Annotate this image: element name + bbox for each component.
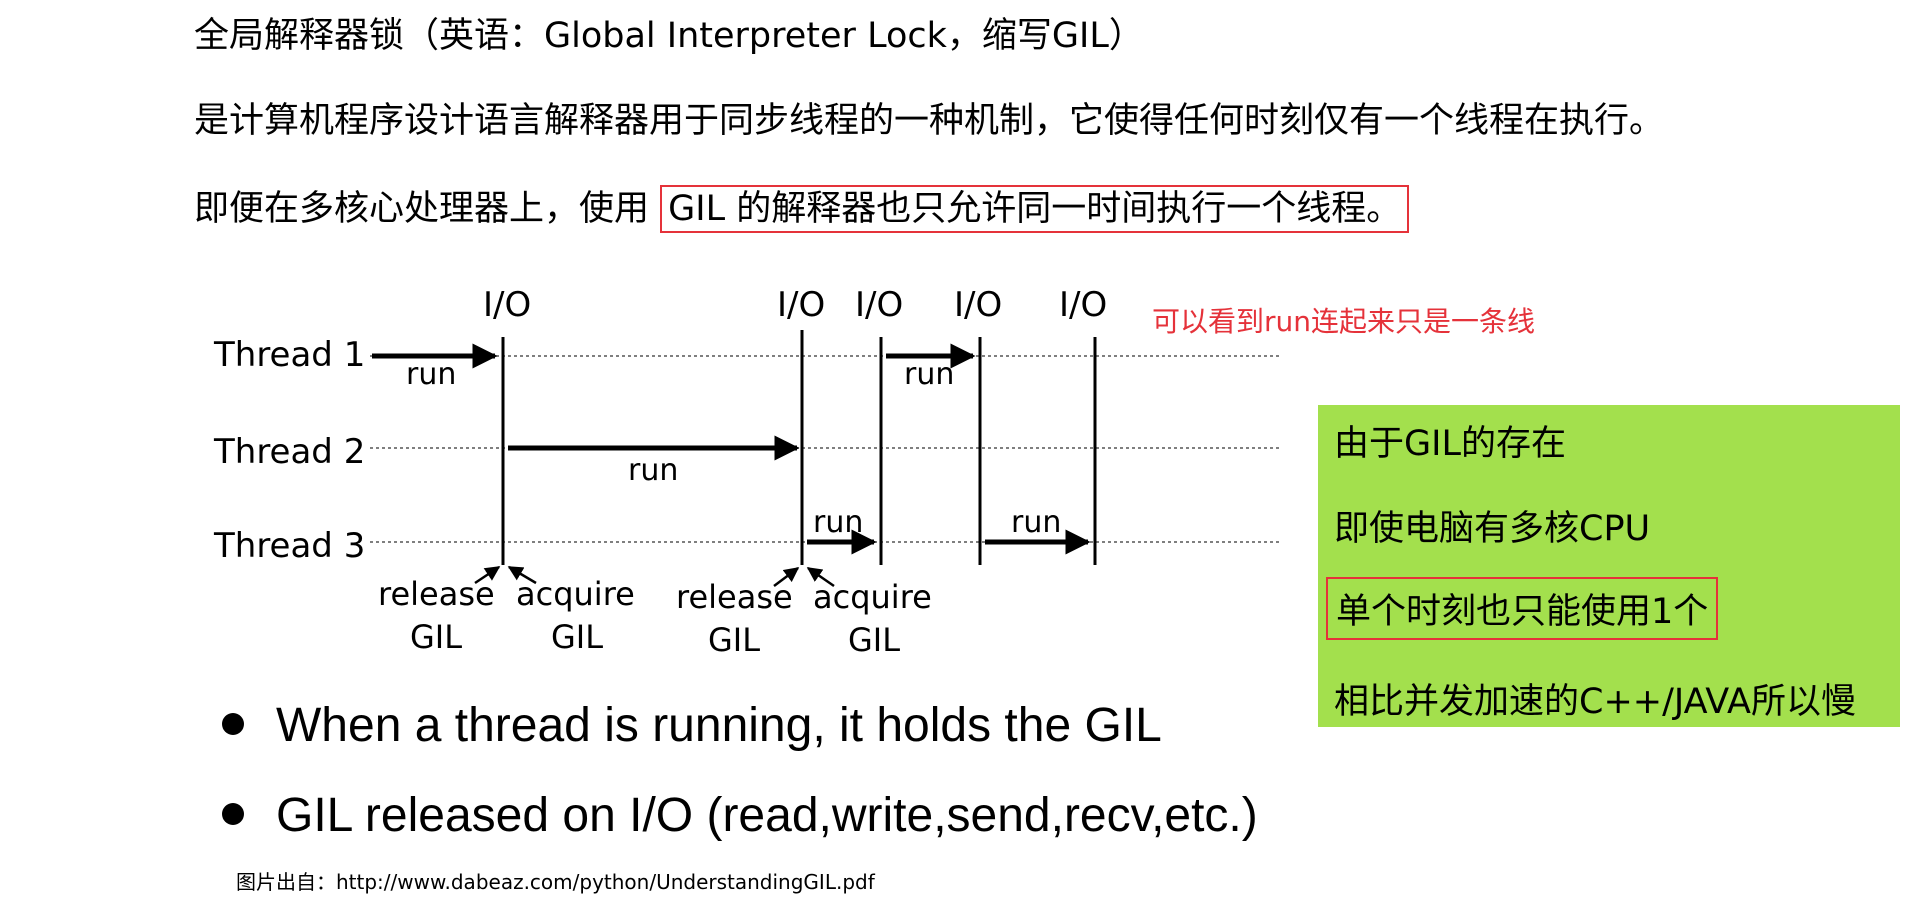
thread-2-label: Thread 2	[213, 432, 365, 472]
image-source-caption: 图片出自：http://www.dabeaz.com/python/Unders…	[236, 870, 875, 894]
summary-line-2: 即使电脑有多核CPU	[1334, 509, 1651, 549]
bullet-text: GIL released on I/O (read,write,send,rec…	[276, 789, 1258, 842]
acquire-pointer-1	[507, 565, 537, 585]
event-label-2-bottom: GIL	[551, 618, 603, 656]
bullet-item: GIL released on I/O (read,write,send,rec…	[222, 788, 1258, 843]
bullet-dot-icon	[222, 803, 244, 826]
event-label-4-top: acquire	[813, 578, 932, 616]
event-label-1-bottom: GIL	[410, 618, 462, 656]
bullet-item: When a thread is running, it holds the G…	[222, 698, 1162, 753]
run-label-thread1-a: run	[406, 357, 456, 392]
release-pointer-1	[474, 565, 501, 585]
run-label-thread2: run	[628, 453, 678, 488]
run-label-thread1-b: run	[904, 357, 954, 392]
event-label-3-top: release	[676, 578, 793, 616]
release-pointer-2	[773, 567, 800, 587]
event-label-1-top: release	[378, 575, 495, 613]
event-label-4-bottom: GIL	[848, 621, 900, 659]
io-label-3: I/O	[855, 285, 903, 325]
io-label-2: I/O	[777, 285, 825, 325]
intro-line-3-prefix: 即便在多核心处理器上，使用	[194, 189, 661, 229]
gil-summary-box: 由于GIL的存在 即使电脑有多核CPU 单个时刻也只能使用1个 相比并发加速的C…	[1318, 405, 1900, 727]
run-line-annotation: 可以看到run连起来只是一条线	[1152, 305, 1536, 338]
event-label-3-bottom: GIL	[708, 621, 760, 659]
intro-line-1: 全局解释器锁（英语：Global Interpreter Lock，缩写GIL）	[194, 16, 1144, 56]
thread-3-label: Thread 3	[213, 526, 365, 566]
io-label-1: I/O	[483, 285, 531, 325]
summary-line-3-highlighted: 单个时刻也只能使用1个	[1326, 577, 1719, 640]
run-label-thread3-a: run	[813, 505, 863, 540]
io-label-5: I/O	[1059, 285, 1107, 325]
acquire-pointer-2	[806, 566, 835, 588]
gil-thread-diagram: Thread 1 Thread 2 Thread 3 I/O I/O I/O I…	[213, 285, 1280, 659]
event-label-2-top: acquire	[516, 575, 635, 613]
summary-line-4: 相比并发加速的C++/JAVA所以慢	[1334, 682, 1856, 722]
intro-line-3: 即便在多核心处理器上，使用 GIL 的解释器也只允许同一时间执行一个线程。	[194, 185, 1410, 233]
thread-1-label: Thread 1	[213, 335, 365, 375]
intro-line-2: 是计算机程序设计语言解释器用于同步线程的一种机制，它使得任何时刻仅有一个线程在执…	[194, 101, 1665, 141]
bullet-dot-icon	[222, 713, 244, 736]
bullet-text: When a thread is running, it holds the G…	[276, 699, 1162, 752]
summary-line-1: 由于GIL的存在	[1334, 424, 1566, 464]
run-label-thread3-b: run	[1011, 505, 1061, 540]
io-label-4: I/O	[954, 285, 1002, 325]
highlighted-gil-statement: GIL 的解释器也只允许同一时间执行一个线程。	[660, 185, 1410, 233]
